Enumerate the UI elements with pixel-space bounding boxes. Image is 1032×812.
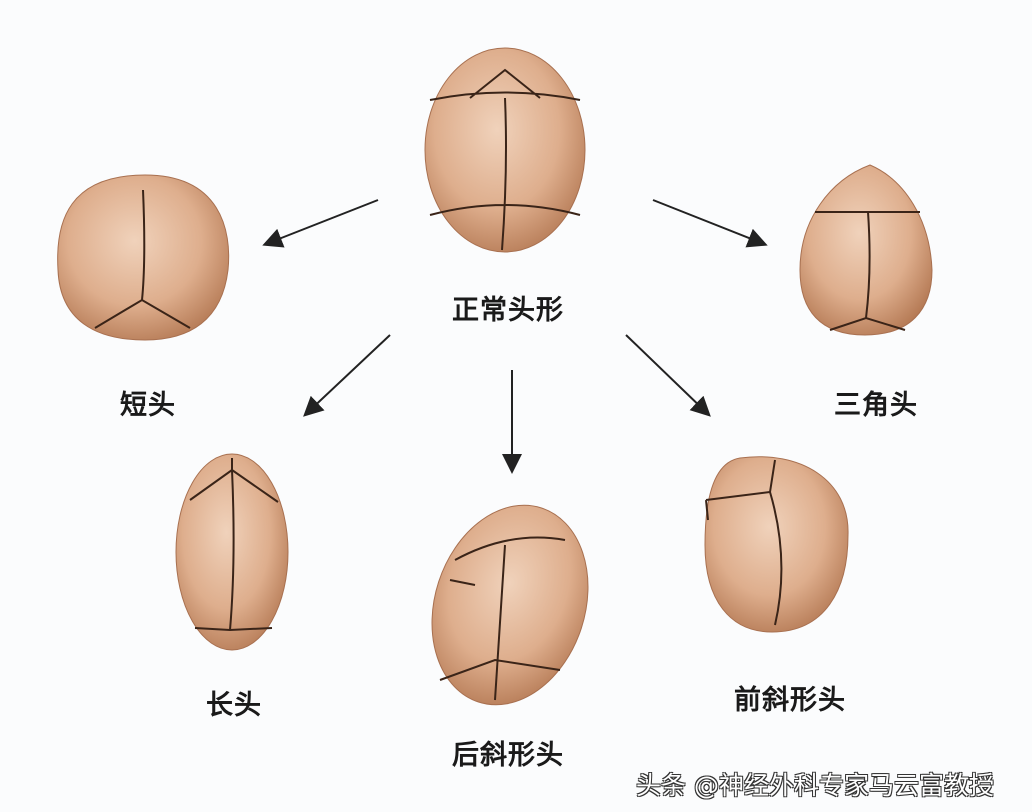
skull-anterior-plagiocephaly [704, 456, 849, 633]
label-normal: 正常头形 [452, 295, 564, 326]
label-brachycephaly: 短头 [120, 390, 176, 421]
skull-posterior-plagiocephaly [431, 504, 589, 706]
skull-normal [424, 47, 586, 253]
skull-trigonocephaly [799, 164, 933, 336]
arrow-to-trigonocephaly [652, 199, 768, 248]
label-trigonocephaly: 三角头 [834, 390, 918, 421]
skull-dolichocephaly [175, 453, 289, 651]
label-dolichocephaly: 长头 [206, 690, 262, 721]
arrow-to-anterior-plagiocephaly [625, 334, 711, 417]
arrow-to-dolichocephaly [303, 334, 391, 417]
arrow-to-brachycephaly [262, 199, 379, 248]
label-anterior-plagiocephaly: 前斜形头 [734, 685, 846, 716]
watermark: 头条 @神经外科专家马云富教授 [636, 771, 994, 800]
label-posterior-plagiocephaly: 后斜形头 [452, 740, 564, 771]
skull-brachycephaly [57, 174, 230, 341]
